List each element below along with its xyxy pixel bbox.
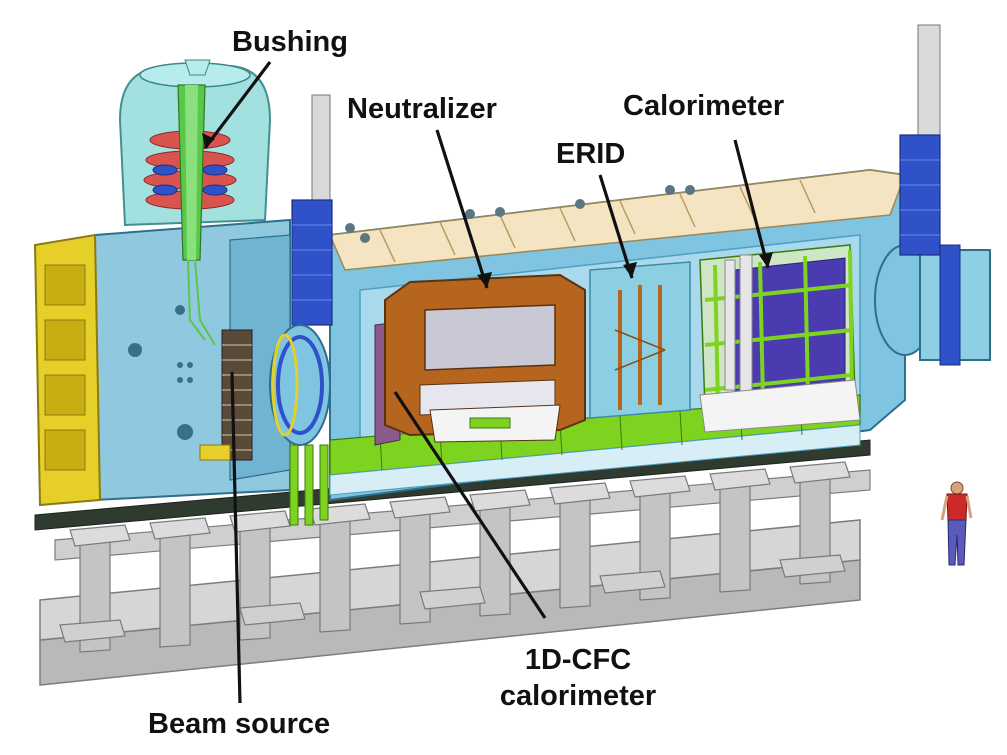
support-structure: [39, 461, 871, 686]
label-beam-source: Beam source: [148, 708, 331, 740]
leader-lines: [203, 61, 770, 704]
label-cfc-line1: 1D-CFC: [524, 644, 632, 676]
label-cfc-line2: calorimeter: [499, 680, 657, 713]
entry-port: [269, 324, 331, 526]
label-neutralizer: Neutralizer: [347, 93, 497, 125]
neutralizer: [384, 273, 586, 443]
bushing-leader-line: [203, 61, 272, 149]
cfc-leader-line: [393, 391, 547, 619]
calorimeter: [699, 244, 861, 433]
bushing-tower: [118, 59, 272, 346]
beam-source-leader-line: [230, 371, 242, 704]
left-vertical-rack: [291, 94, 333, 326]
leader-arrowheads: [202, 133, 773, 288]
label-bushing: Bushing: [232, 26, 348, 58]
person-scale-figure: [940, 481, 973, 566]
label-erid: ERID: [556, 138, 626, 170]
erid: [589, 261, 691, 419]
beam-source-box: [33, 218, 291, 507]
label-1d-cfc-calorimeter: 1D-CFC calorimeter: [488, 642, 668, 715]
label-calorimeter: Calorimeter: [623, 90, 785, 122]
erid-leader-line: [598, 174, 634, 279]
right-vertical-rack: [899, 24, 941, 256]
calorimeter-leader-line: [733, 139, 770, 269]
neutralizer-leader-line: [435, 129, 489, 289]
